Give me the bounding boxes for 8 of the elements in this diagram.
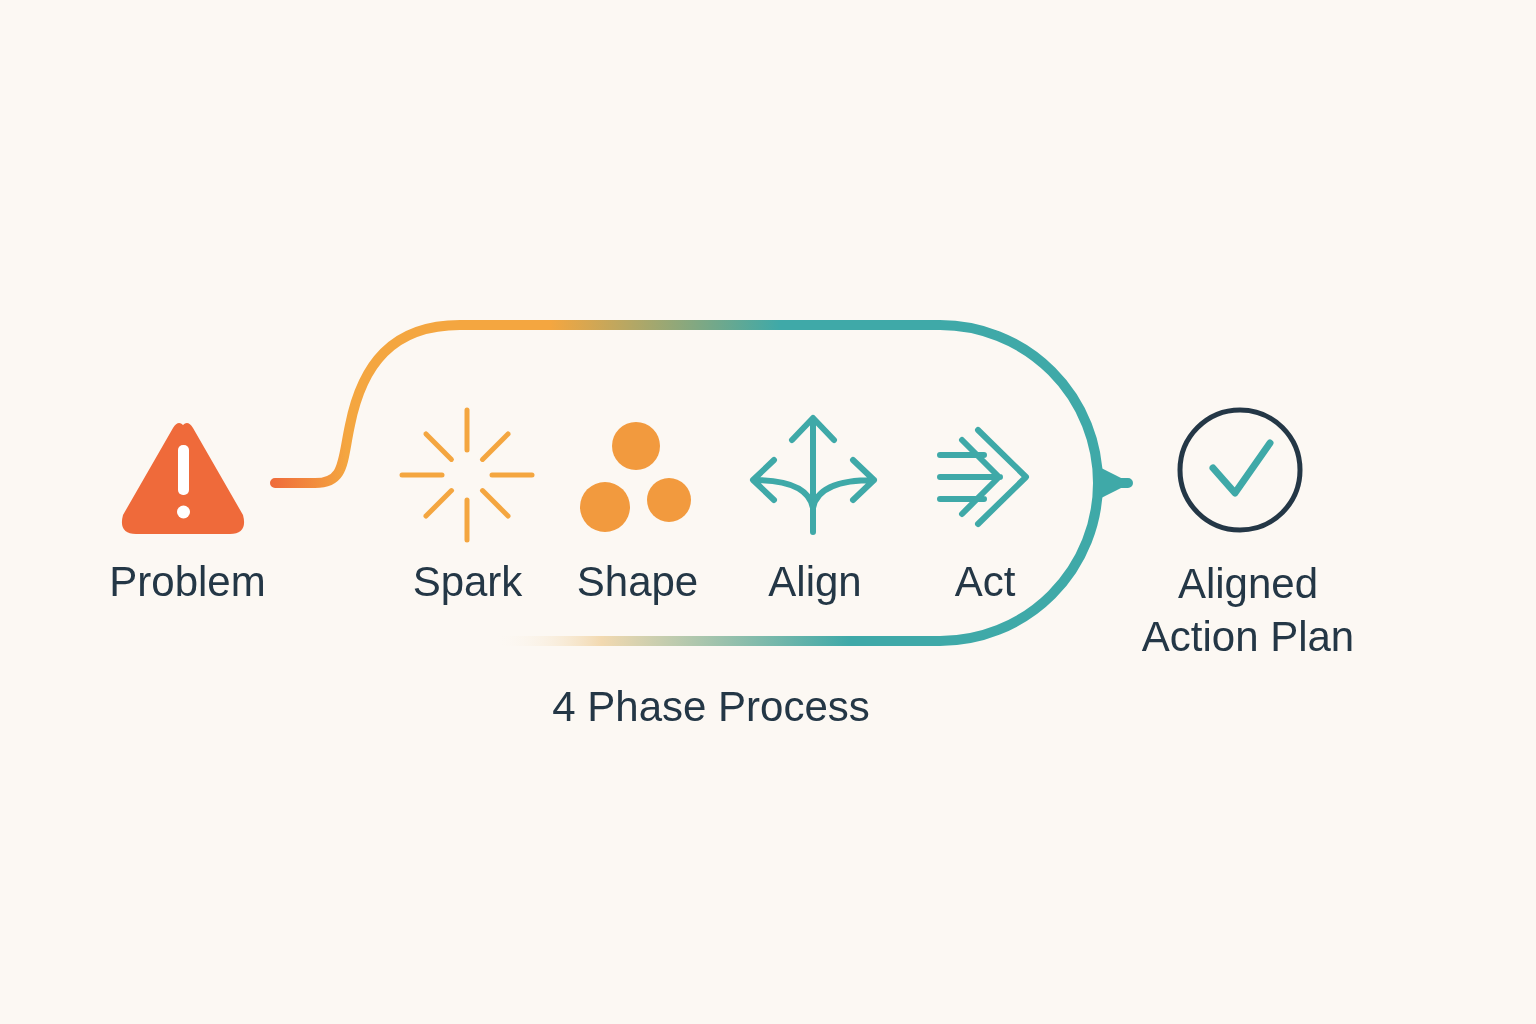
step-label: Align: [767, 557, 863, 607]
flow-arrow: [270, 320, 1133, 499]
step-label: Aligned Action Plan: [1140, 559, 1356, 662]
step-label: Spark: [411, 557, 524, 607]
step-label: Shape: [575, 557, 700, 607]
process-caption: 4 Phase Process: [552, 683, 870, 731]
step-label: Problem: [108, 557, 267, 607]
step-label: Act: [953, 557, 1017, 607]
